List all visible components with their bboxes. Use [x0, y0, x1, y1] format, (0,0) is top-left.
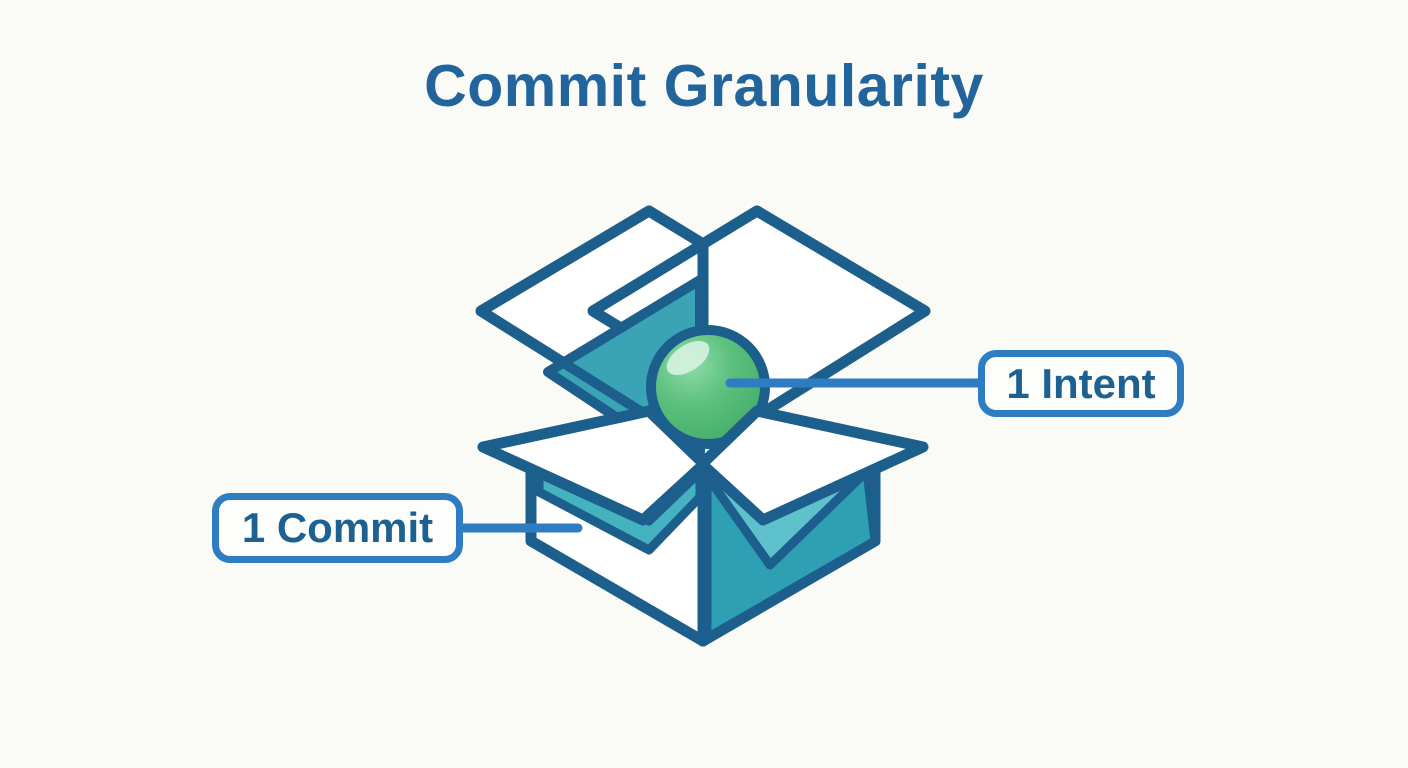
front-flaps: [477, 405, 929, 647]
page-title: Commit Granularity: [424, 53, 984, 119]
commit-label: 1 Commit: [212, 493, 463, 563]
intent-label: 1 Intent: [978, 350, 1184, 417]
